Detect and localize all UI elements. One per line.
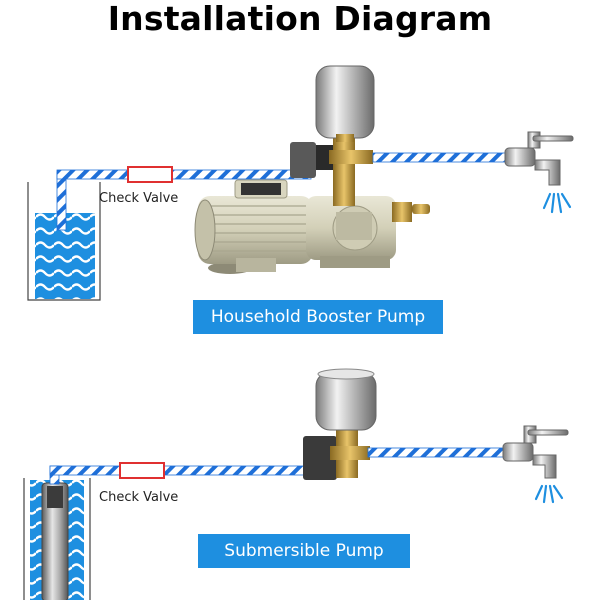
outlet-pipe-bottom bbox=[367, 447, 504, 458]
booster-pump bbox=[194, 179, 430, 274]
faucet-top bbox=[504, 131, 574, 186]
check-valve-label-top: Check Valve bbox=[99, 191, 179, 206]
household-booster-pump-banner: Household Booster Pump bbox=[193, 300, 443, 334]
check-valve-label-bottom: Check Valve bbox=[99, 490, 179, 505]
intake-pipe-bottom bbox=[49, 465, 313, 485]
water-spray-bottom bbox=[534, 484, 564, 504]
page-title: Installation Diagram bbox=[107, 0, 493, 38]
check-valve-bottom bbox=[119, 462, 165, 479]
faucet-bottom bbox=[502, 425, 569, 479]
submersible-pump bbox=[41, 482, 69, 600]
submersible-pump-banner: Submersible Pump bbox=[198, 534, 410, 568]
check-valve bbox=[127, 166, 173, 183]
outlet-pipe bbox=[372, 152, 506, 163]
water-spray-top bbox=[542, 192, 572, 214]
pressure-tank-top bbox=[290, 65, 375, 206]
pressure-tank-bottom bbox=[303, 368, 377, 480]
